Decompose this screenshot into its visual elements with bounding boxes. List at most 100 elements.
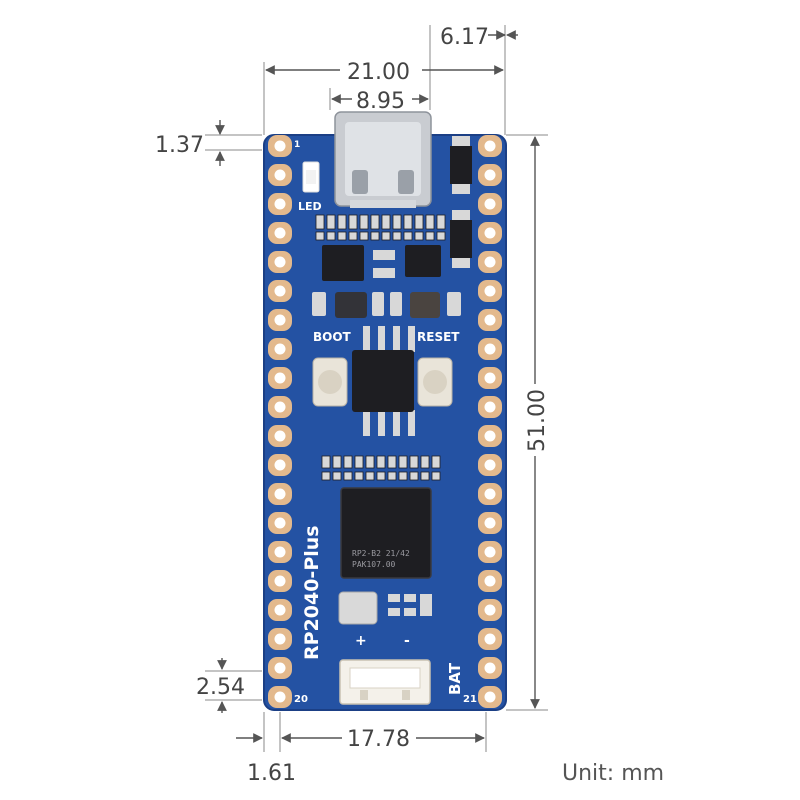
pin-hole bbox=[484, 459, 496, 471]
smd-passive bbox=[436, 214, 446, 230]
pin-hole bbox=[274, 575, 286, 587]
boot-label: BOOT bbox=[313, 330, 352, 344]
pin-hole bbox=[274, 604, 286, 616]
pin-hole bbox=[484, 488, 496, 500]
pin-hole bbox=[484, 662, 496, 674]
smd-passive bbox=[398, 455, 408, 469]
smd-passive bbox=[332, 471, 342, 481]
chip-marking-line-1: RP2-B2 21/42 bbox=[352, 549, 410, 558]
pin-hole bbox=[274, 517, 286, 529]
usb-c-connector bbox=[334, 111, 432, 208]
pin-hole bbox=[274, 372, 286, 384]
pin-hole bbox=[274, 256, 286, 268]
pin-hole bbox=[274, 169, 286, 181]
pin-hole bbox=[274, 662, 286, 674]
smd-passive bbox=[398, 471, 408, 481]
pin-hole bbox=[484, 285, 496, 297]
pin-hole bbox=[484, 401, 496, 413]
pin-hole bbox=[274, 430, 286, 442]
smd-passive bbox=[343, 471, 353, 481]
smd-passive bbox=[403, 214, 413, 230]
power-components-row bbox=[312, 292, 461, 318]
rp2040-chip: RP2-B2 21/42 PAK107.00 bbox=[340, 487, 432, 579]
smd-passive bbox=[431, 471, 441, 481]
plus-label: + bbox=[355, 633, 367, 649]
pin-20-label: 20 bbox=[294, 694, 308, 705]
smd-passive bbox=[376, 471, 386, 481]
pin-hole bbox=[274, 198, 286, 210]
smd-passive bbox=[359, 231, 369, 241]
dim-board-height: 51.00 bbox=[525, 389, 550, 452]
smd-passive bbox=[409, 471, 419, 481]
smd-passive bbox=[359, 214, 369, 230]
diode-top bbox=[450, 136, 472, 194]
smd-passive bbox=[414, 214, 424, 230]
smd-passive bbox=[326, 231, 336, 241]
pcb-board: LED BOOT RESET bbox=[263, 111, 507, 711]
smd-passive bbox=[425, 214, 435, 230]
pin-hole bbox=[274, 546, 286, 558]
pin-hole bbox=[484, 140, 496, 152]
dim-row-spacing: 17.78 bbox=[347, 727, 410, 752]
smd-passive bbox=[365, 455, 375, 469]
smd-passive bbox=[348, 231, 358, 241]
smd-passive bbox=[348, 214, 358, 230]
pin-hole bbox=[484, 691, 496, 703]
smd-passive bbox=[354, 471, 364, 481]
battery-connector bbox=[339, 659, 431, 705]
pin-hole bbox=[484, 256, 496, 268]
led-label: LED bbox=[298, 200, 322, 213]
smd-passive bbox=[387, 455, 397, 469]
pin-hole bbox=[274, 488, 286, 500]
pin-hole bbox=[484, 604, 496, 616]
smd-passive bbox=[414, 231, 424, 241]
boot-button bbox=[312, 357, 348, 407]
crystal bbox=[338, 591, 378, 625]
smd-passive bbox=[315, 214, 325, 230]
smd-passive bbox=[337, 214, 347, 230]
smd-passive bbox=[343, 455, 353, 469]
smd-passive bbox=[425, 231, 435, 241]
chip-marking-line-2: PAK107.00 bbox=[352, 560, 396, 569]
smd-passive bbox=[337, 231, 347, 241]
pin-hole bbox=[274, 227, 286, 239]
smd-passive bbox=[381, 231, 391, 241]
smd-passive bbox=[392, 231, 402, 241]
pin-hole bbox=[484, 546, 496, 558]
pin-column-right bbox=[478, 135, 502, 708]
smd-passive bbox=[354, 455, 364, 469]
smd-passive bbox=[436, 231, 446, 241]
pin-hole bbox=[274, 691, 286, 703]
smd-passive bbox=[332, 455, 342, 469]
unit-label: Unit: mm bbox=[562, 761, 664, 786]
pin-hole bbox=[484, 517, 496, 529]
flash-chip bbox=[352, 326, 415, 436]
regulator-chip-left bbox=[322, 245, 364, 281]
passive-components-row-2 bbox=[321, 455, 441, 481]
diode-bottom bbox=[450, 210, 472, 268]
smd-passive bbox=[403, 231, 413, 241]
smd-passive bbox=[392, 214, 402, 230]
smd-passive bbox=[409, 455, 419, 469]
smd-passive bbox=[431, 455, 441, 469]
smd-passive bbox=[381, 214, 391, 230]
dim-top-margin: 1.37 bbox=[155, 133, 204, 158]
reset-button bbox=[417, 357, 453, 407]
smd-passive bbox=[365, 471, 375, 481]
smd-passive bbox=[370, 214, 380, 230]
dim-usb-width: 8.95 bbox=[356, 89, 405, 114]
pin-hole bbox=[484, 430, 496, 442]
pin-1-label: 1 bbox=[294, 140, 300, 150]
smd-passive bbox=[370, 231, 380, 241]
smd-passive bbox=[420, 471, 430, 481]
smd-passive bbox=[321, 471, 331, 481]
dim-usb-offset: 6.17 bbox=[440, 25, 489, 50]
pin-hole bbox=[484, 314, 496, 326]
pin-hole bbox=[484, 372, 496, 384]
smd-passive bbox=[321, 455, 331, 469]
regulator-chip-right bbox=[405, 245, 441, 277]
pin-hole bbox=[484, 227, 496, 239]
dim-pin-pitch: 2.54 bbox=[196, 675, 245, 700]
bat-label: BAT bbox=[446, 662, 464, 695]
pin-hole bbox=[274, 633, 286, 645]
